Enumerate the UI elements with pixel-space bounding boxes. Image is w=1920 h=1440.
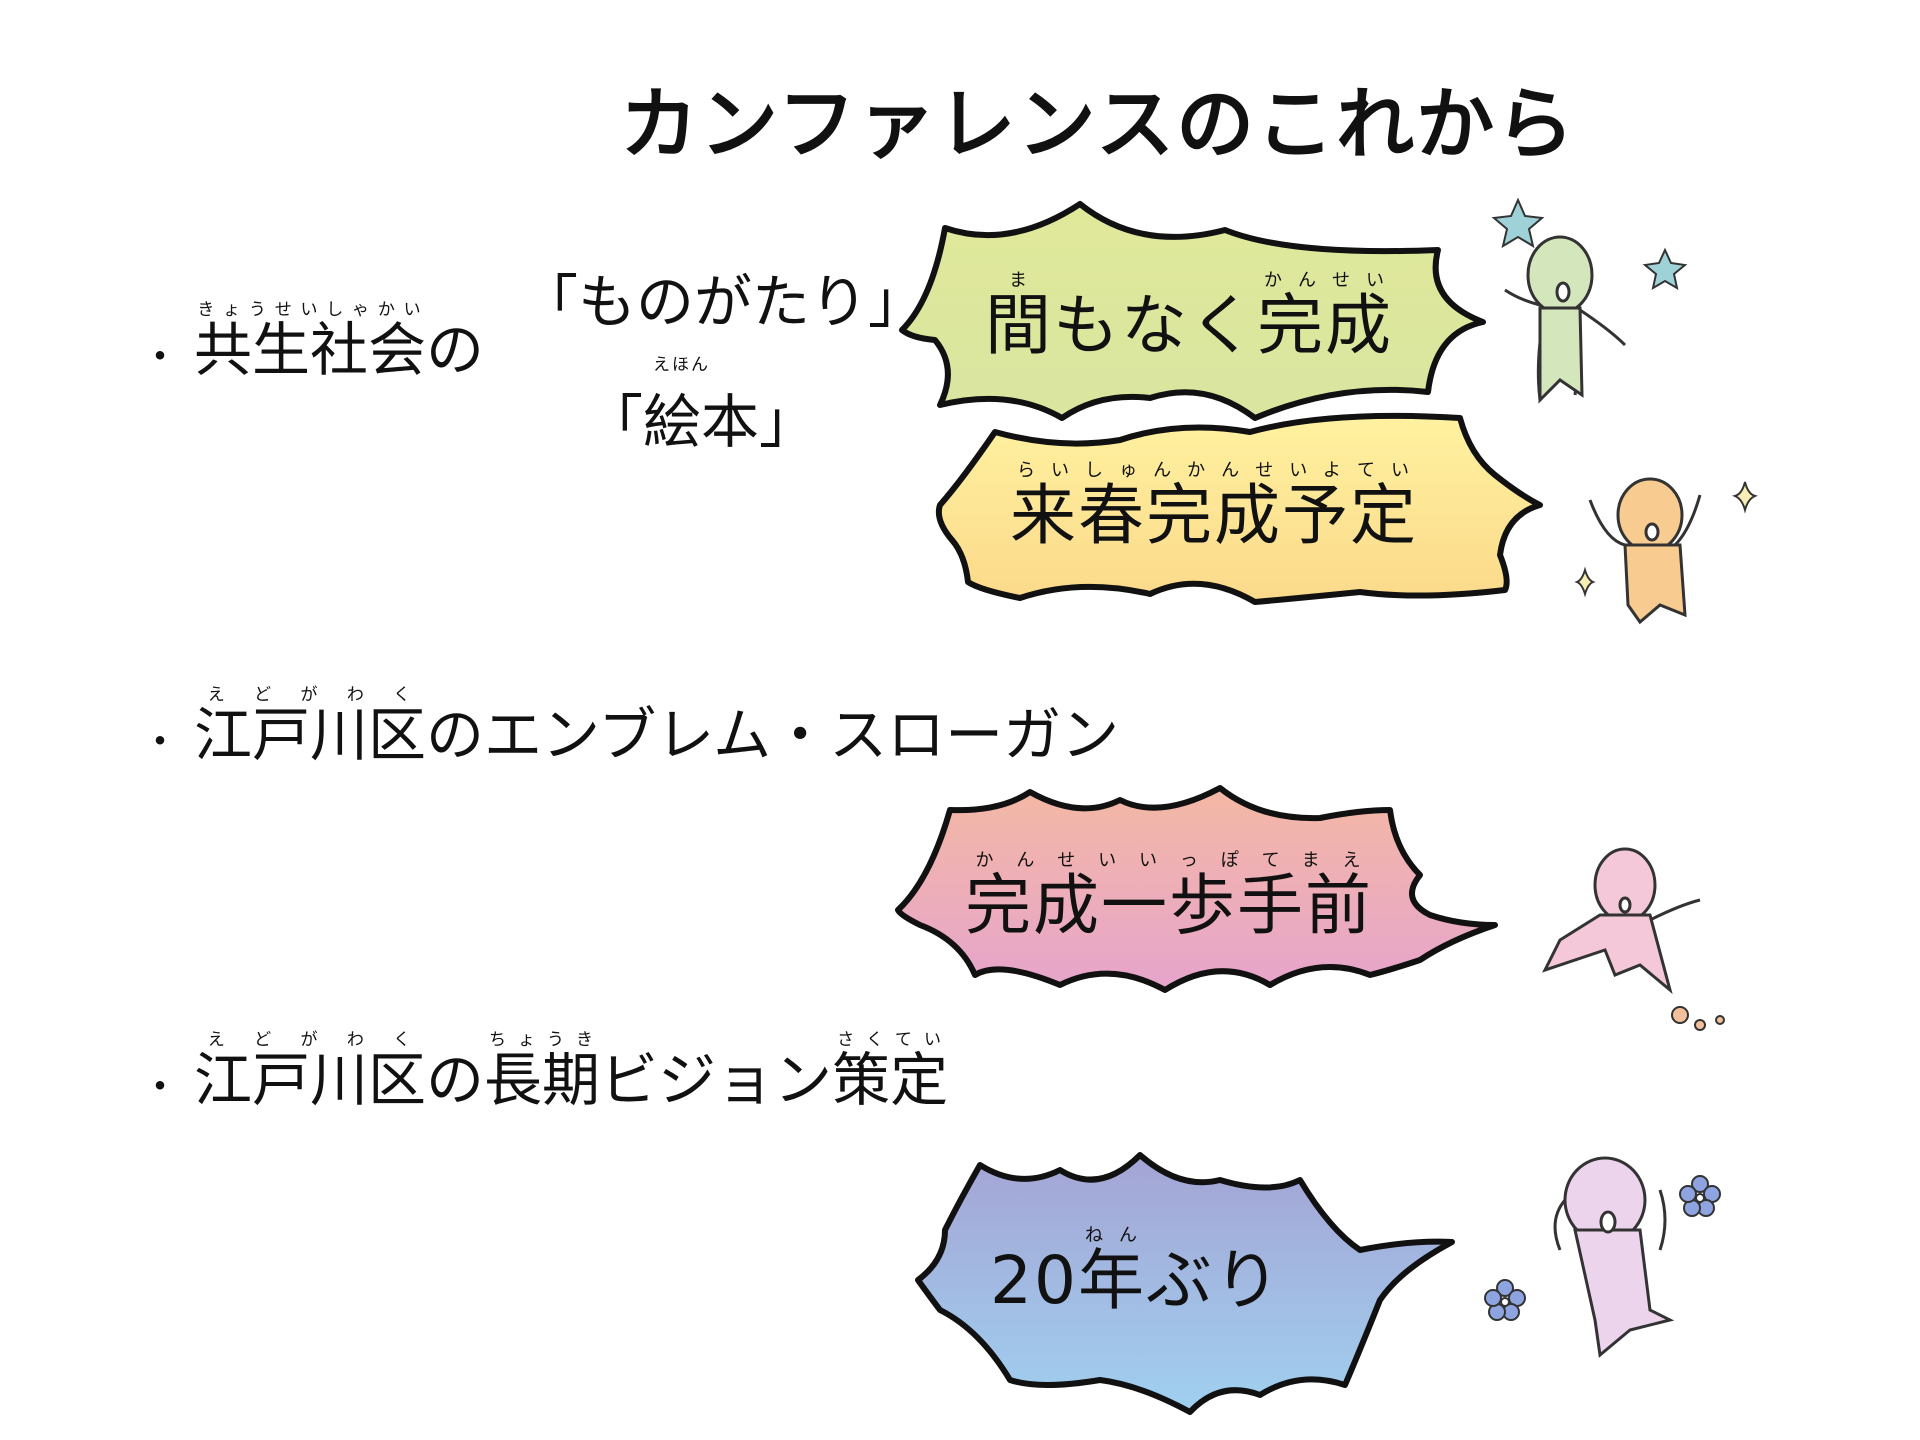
character-lavender-surprised [1553,1156,1675,1358]
star-icon [1491,197,1688,291]
character-orange-joyful [1588,477,1702,625]
flower-icon [1484,1175,1721,1321]
burst-text-mamonaku-kansei: 間まもなく完成かんせい [985,270,1393,364]
bullet-kyosei-shakai: ・共生社会きょうせいしゃかいの [140,300,484,387]
bullet-long-term-vision: ・江戸川区えどがわくの長期ちょうきビジョン策定さくてい [140,1030,949,1114]
bullet-marker: ・ [140,334,180,380]
character-green-cheering [1504,235,1627,404]
particle: の [426,316,485,384]
speech-burst-1 [899,201,1486,421]
bullet-marker: ・ [140,1064,180,1110]
ruby-word: 共生社会きょうせいしゃかい [194,300,427,384]
character-pink-running [1542,847,1701,995]
bullet-marker: ・ [140,719,180,765]
work-ehon-text: 「絵本」 [585,388,818,456]
speech-burst-2 [935,412,1543,605]
page-title: カンファレンスのこれから [620,80,1577,170]
work-ehon-ruby: えほん [653,355,710,375]
work-monogatari: 「ものがたり」 [520,268,927,336]
burst-text-20-nen-buri: 20年ねんぶり [990,1225,1282,1319]
bullet-emblem-slogan: ・江戸川区えどがわくのエンブレム・スローガン [140,685,1120,769]
speech-burst-4 [915,1152,1455,1415]
ruby-word: 江戸川区えどがわく [194,685,427,769]
sparkle-icon [1574,481,1758,598]
bubble-icon [1671,1006,1725,1031]
speech-burst-3 [895,785,1498,993]
burst-text-kansei-ippo-temae: 完成一歩手前かんせいいっぽてまえ [965,850,1373,944]
burst-text-raishun-kansei-yotei: 来春完成予定らいしゅんかんせいよてい [1010,460,1418,554]
